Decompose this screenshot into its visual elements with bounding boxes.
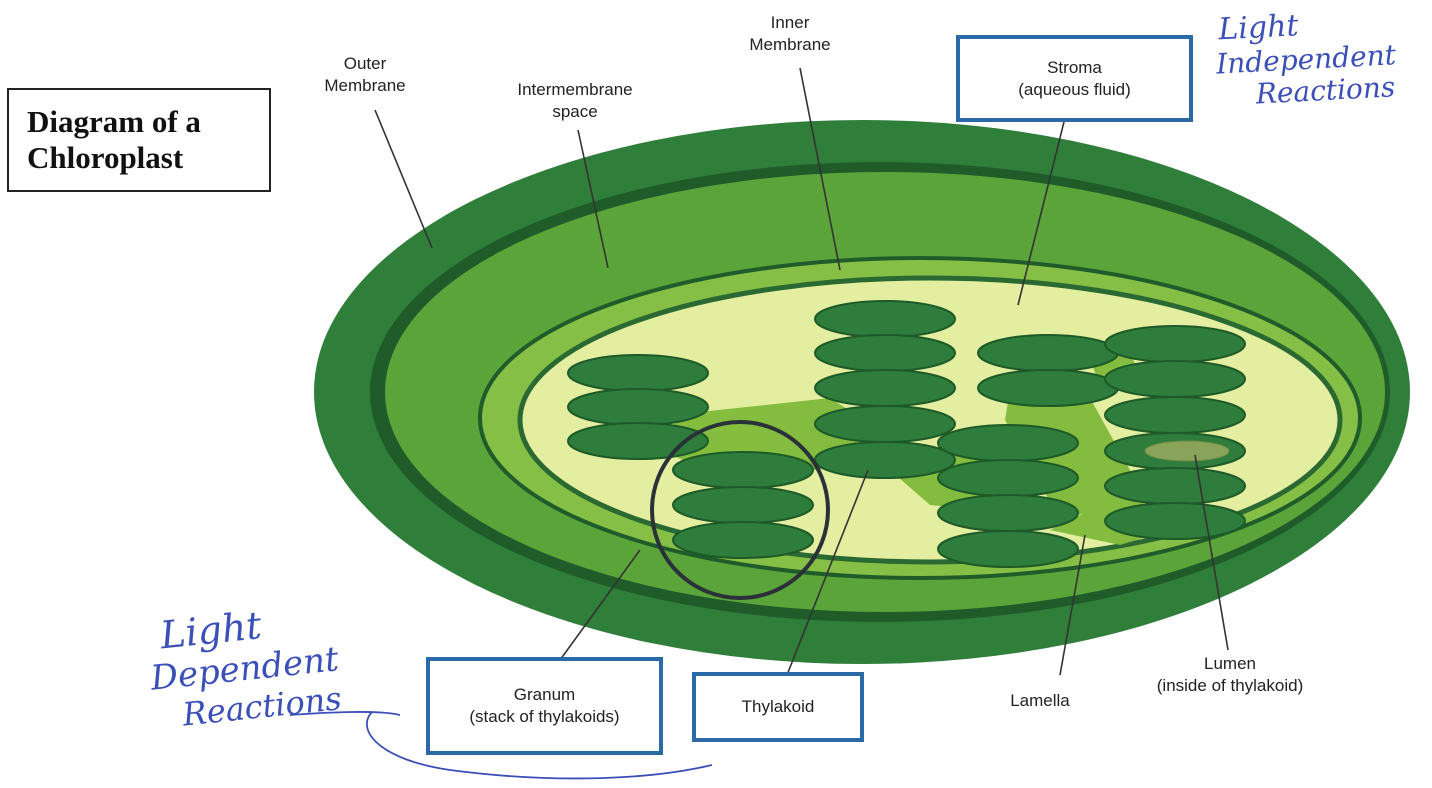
label-lamella: Lamella bbox=[985, 690, 1095, 712]
label-inner-membrane-line-2: Membrane bbox=[725, 34, 855, 56]
thylakoid bbox=[1105, 503, 1245, 539]
thylakoid bbox=[815, 335, 955, 371]
label-box-thylakoid: Thylakoid bbox=[692, 672, 864, 742]
label-intermembrane-space-line-2: space bbox=[490, 101, 660, 123]
outer-membrane-leader bbox=[375, 110, 432, 248]
thylakoid bbox=[938, 495, 1078, 531]
thylakoid bbox=[815, 442, 955, 478]
thylakoid bbox=[568, 389, 708, 425]
thylakoid bbox=[815, 301, 955, 337]
thylakoid bbox=[978, 370, 1118, 406]
thylakoid bbox=[673, 522, 813, 558]
label-box-stroma: Stroma (aqueous fluid) bbox=[956, 35, 1193, 122]
lumen bbox=[1145, 441, 1229, 461]
diagram-title-line-1: Diagram of a bbox=[27, 104, 269, 140]
granum-2 bbox=[673, 452, 813, 558]
label-lumen-line-1: Lumen bbox=[1120, 653, 1340, 675]
handwritten-light-independent: Light Independent Reactions bbox=[1210, 3, 1399, 112]
label-stroma-line-1: Stroma bbox=[1047, 57, 1102, 79]
thylakoid bbox=[1105, 397, 1245, 433]
label-outer-membrane: Outer Membrane bbox=[300, 53, 430, 97]
thylakoid bbox=[568, 355, 708, 391]
thylakoid bbox=[673, 487, 813, 523]
label-lumen-line-2: (inside of thylakoid) bbox=[1120, 675, 1340, 697]
diagram-title-line-2: Chloroplast bbox=[27, 140, 269, 176]
thylakoid bbox=[938, 460, 1078, 496]
thylakoid bbox=[938, 531, 1078, 567]
label-lumen: Lumen (inside of thylakoid) bbox=[1120, 653, 1340, 697]
thylakoid bbox=[978, 335, 1118, 371]
label-thylakoid-text: Thylakoid bbox=[742, 696, 815, 718]
label-outer-membrane-line-2: Membrane bbox=[300, 75, 430, 97]
label-granum-line-2: (stack of thylakoids) bbox=[469, 706, 619, 728]
thylakoid bbox=[1105, 361, 1245, 397]
thylakoid bbox=[938, 425, 1078, 461]
thylakoid bbox=[673, 452, 813, 488]
label-inner-membrane: Inner Membrane bbox=[725, 12, 855, 56]
label-stroma-line-2: (aqueous fluid) bbox=[1018, 79, 1130, 101]
diagram-title-box: Diagram of a Chloroplast bbox=[7, 88, 271, 192]
thylakoid bbox=[815, 370, 955, 406]
granum-1 bbox=[568, 355, 708, 459]
label-box-granum: Granum (stack of thylakoids) bbox=[426, 657, 663, 755]
thylakoid bbox=[815, 406, 955, 442]
thylakoid bbox=[1105, 468, 1245, 504]
label-intermembrane-space-line-1: Intermembrane bbox=[490, 79, 660, 101]
label-inner-membrane-line-1: Inner bbox=[725, 12, 855, 34]
handwritten-light-dependent: Light Dependent Reactions bbox=[144, 595, 344, 736]
label-outer-membrane-line-1: Outer bbox=[300, 53, 430, 75]
label-lamella-text: Lamella bbox=[985, 690, 1095, 712]
thylakoid bbox=[1105, 326, 1245, 362]
label-granum-line-1: Granum bbox=[514, 684, 575, 706]
label-intermembrane-space: Intermembrane space bbox=[490, 79, 660, 123]
granum-3 bbox=[815, 301, 955, 478]
